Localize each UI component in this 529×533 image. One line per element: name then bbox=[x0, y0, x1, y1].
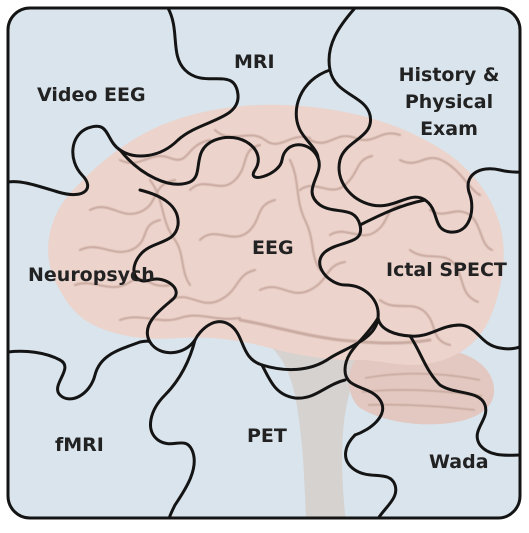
label-ictal-spect: Ictal SPECT bbox=[386, 257, 507, 284]
label-history-physical-exam: History & Physical Exam bbox=[393, 62, 505, 143]
label-eeg: EEG bbox=[252, 235, 294, 262]
label-mri: MRI bbox=[234, 49, 275, 76]
label-video-eeg: Video EEG bbox=[37, 82, 146, 109]
label-pet: PET bbox=[247, 423, 287, 450]
label-fmri: fMRI bbox=[55, 432, 104, 459]
label-history-line3: Exam bbox=[393, 116, 505, 143]
label-neuropsych: Neuropsych bbox=[28, 262, 155, 289]
label-history-line1: History & bbox=[393, 62, 505, 89]
label-history-line2: Physical bbox=[393, 89, 505, 116]
label-wada: Wada bbox=[429, 449, 489, 476]
